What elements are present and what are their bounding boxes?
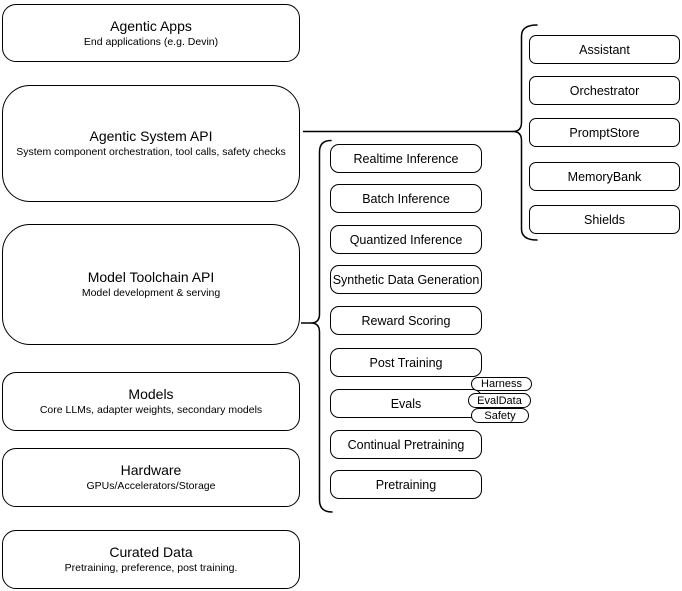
box-quantized-inference: Quantized Inference [330,225,482,254]
box-pretraining-label: Pretraining [375,477,437,492]
box-pretraining: Pretraining [330,470,482,499]
box-post-training: Post Training [330,348,482,377]
pill-harness-label: Harness [481,378,522,390]
box-promptstore: PromptStore [529,118,680,147]
box-agentic-system-api-title: Agentic System API [89,128,213,144]
box-realtime-inference-label: Realtime Inference [353,151,459,166]
box-curated-data-subtitle: Pretraining, preference, post training. [64,562,238,574]
box-synthetic-data-generation: Synthetic Data Generation [330,265,482,294]
box-orchestrator: Orchestrator [529,76,680,105]
box-reward-scoring-label: Reward Scoring [361,313,451,328]
box-batch-inference: Batch Inference [330,184,482,213]
box-model-toolchain-api-subtitle: Model development & serving [81,287,221,299]
pill-safety-label: Safety [484,409,516,422]
box-assistant: Assistant [529,35,680,64]
box-agentic-apps-title: Agentic Apps [110,17,192,34]
box-orchestrator-label: Orchestrator [569,83,640,98]
box-shields-label: Shields [584,212,625,227]
pill-evaldata: EvalData [468,393,531,408]
box-hardware: Hardware GPUs/Accelerators/Storage [2,448,300,507]
box-evals: Evals [330,389,482,418]
box-assistant-label: Assistant [579,42,630,57]
box-quantized-inference-label: Quantized Inference [349,232,463,247]
pill-safety: Safety [471,408,529,423]
box-shields: Shields [529,205,680,234]
box-memorybank: MemoryBank [529,162,680,191]
box-reward-scoring: Reward Scoring [330,306,482,335]
box-batch-inference-label: Batch Inference [362,191,450,206]
box-post-training-label: Post Training [369,355,443,370]
box-agentic-apps-subtitle: End applications (e.g. Devin) [83,35,219,48]
box-continual-pretraining-label: Continual Pretraining [347,437,465,452]
box-models-title: Models [128,386,174,402]
box-agentic-apps: Agentic Apps End applications (e.g. Devi… [2,4,300,62]
brace-toolchain-components [310,139,333,513]
box-curated-data-title: Curated Data [109,544,193,560]
box-model-toolchain-api: Model Toolchain API Model development & … [2,224,300,345]
box-agentic-system-api: Agentic System API System component orch… [2,85,300,202]
box-promptstore-label: PromptStore [569,125,640,140]
box-hardware-title: Hardware [120,462,182,478]
box-models-subtitle: Core LLMs, adapter weights, secondary mo… [39,404,263,416]
pill-evaldata-label: EvalData [477,394,522,407]
box-hardware-subtitle: GPUs/Accelerators/Storage [86,480,216,492]
box-synthetic-data-generation-label: Synthetic Data Generation [332,272,480,287]
box-model-toolchain-api-title: Model Toolchain API [87,269,215,285]
box-memorybank-label: MemoryBank [567,169,642,184]
box-agentic-system-api-subtitle: System component orchestration, tool cal… [16,146,286,158]
box-continual-pretraining: Continual Pretraining [330,430,482,459]
box-realtime-inference: Realtime Inference [330,144,482,173]
box-evals-label: Evals [390,396,422,411]
box-models: Models Core LLMs, adapter weights, secon… [2,372,300,431]
pill-harness: Harness [471,377,532,391]
box-curated-data: Curated Data Pretraining, preference, po… [2,530,300,589]
